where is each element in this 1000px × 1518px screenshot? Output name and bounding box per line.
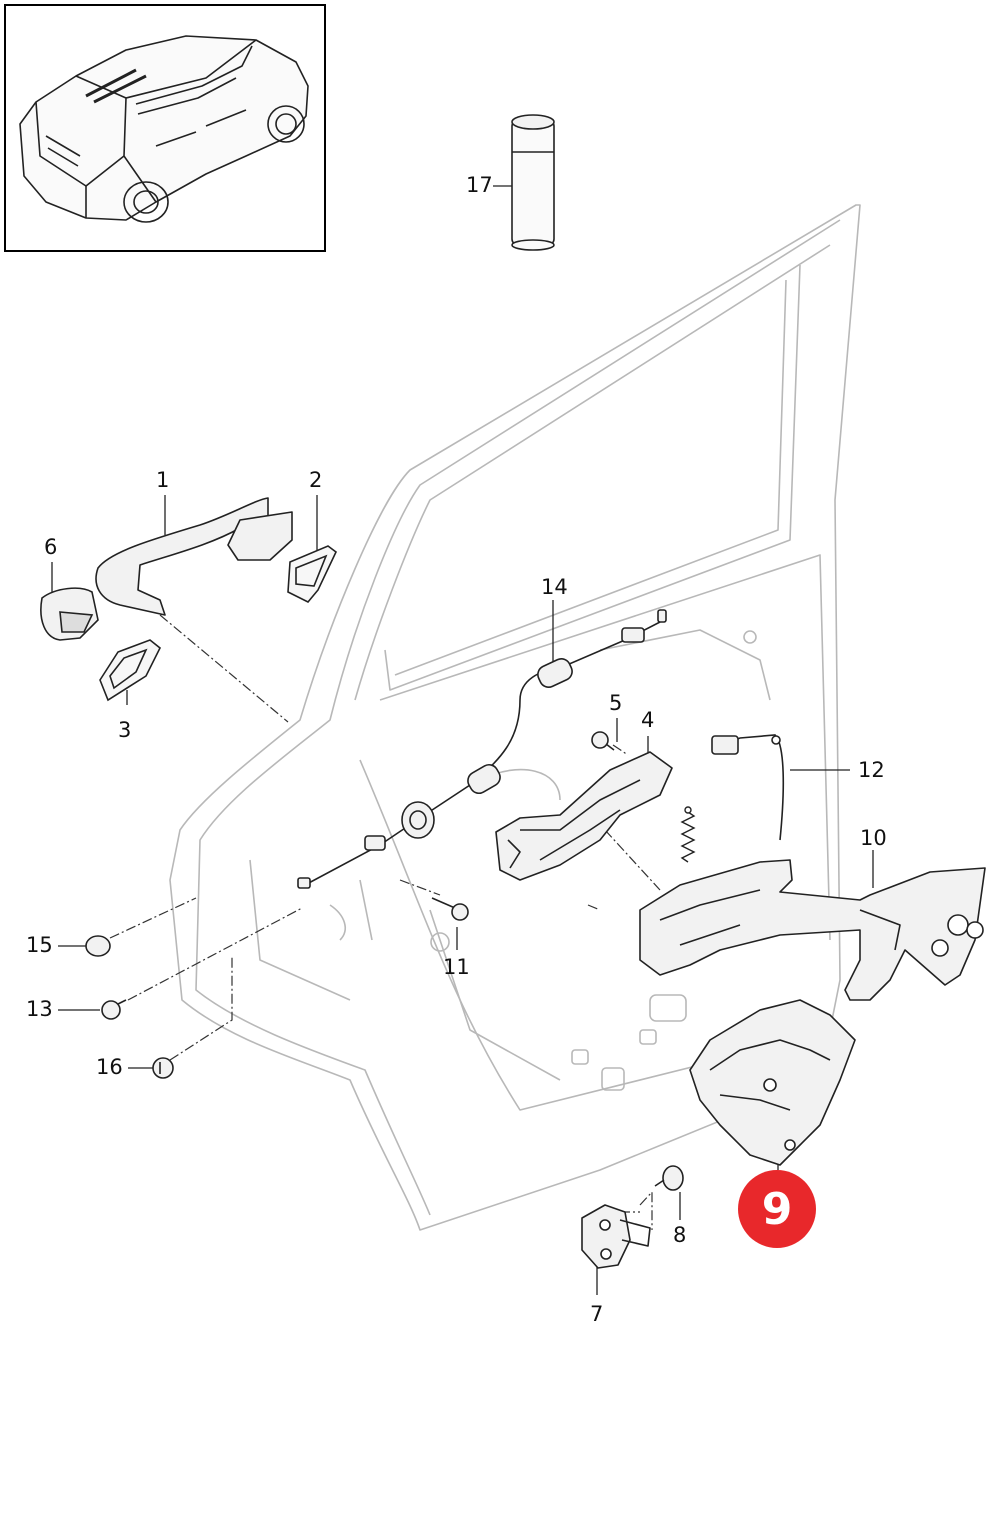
callout-17: 17: [466, 173, 493, 197]
part-5-screw: [591, 731, 615, 751]
callout-15: 15: [26, 933, 53, 957]
part-6-handle-cap: [40, 587, 99, 641]
highlight-badge-9[interactable]: 9: [738, 1170, 816, 1248]
part-2-handle-seal: [287, 545, 338, 603]
part-9-door-lock: [689, 999, 856, 1166]
callout-3: 3: [118, 718, 132, 742]
callout-13: 13: [26, 997, 53, 1021]
part-15-plug: [85, 935, 111, 957]
callout-6: 6: [44, 535, 58, 559]
part-13-clip: [101, 999, 127, 1020]
part-8-bolt: [654, 1165, 684, 1191]
door-panel-outline: [169, 204, 861, 1231]
part-10-bracket: [639, 859, 986, 1001]
part-11-screw: [431, 897, 469, 921]
callout-2: 2: [309, 468, 323, 492]
assembly-lines: [109, 614, 661, 1230]
callout-11: 11: [443, 955, 470, 979]
part-1-outer-handle: [95, 497, 293, 616]
callout-14: 14: [541, 575, 568, 599]
part-4-handle-carrier: [495, 751, 673, 881]
spring: [680, 806, 696, 863]
part-3-cap-seal: [99, 639, 162, 702]
part-14-bowden-cable: [297, 609, 667, 889]
part-12-cable: [711, 734, 785, 841]
callout-8: 8: [673, 1223, 687, 1247]
callout-1: 1: [156, 468, 170, 492]
part-7-striker-plate: [581, 1204, 651, 1269]
leader-lines: [51, 185, 874, 1295]
part-17-aerosol-can: [511, 114, 555, 251]
callout-12: 12: [858, 758, 885, 782]
vehicle-inset: [4, 4, 326, 252]
callout-4: 4: [641, 708, 655, 732]
vehicle-icon: [19, 35, 309, 223]
callout-5: 5: [609, 691, 623, 715]
callout-10: 10: [860, 826, 887, 850]
callout-7: 7: [590, 1302, 604, 1326]
part-16-cap: [152, 1057, 174, 1079]
callout-16: 16: [96, 1055, 123, 1079]
